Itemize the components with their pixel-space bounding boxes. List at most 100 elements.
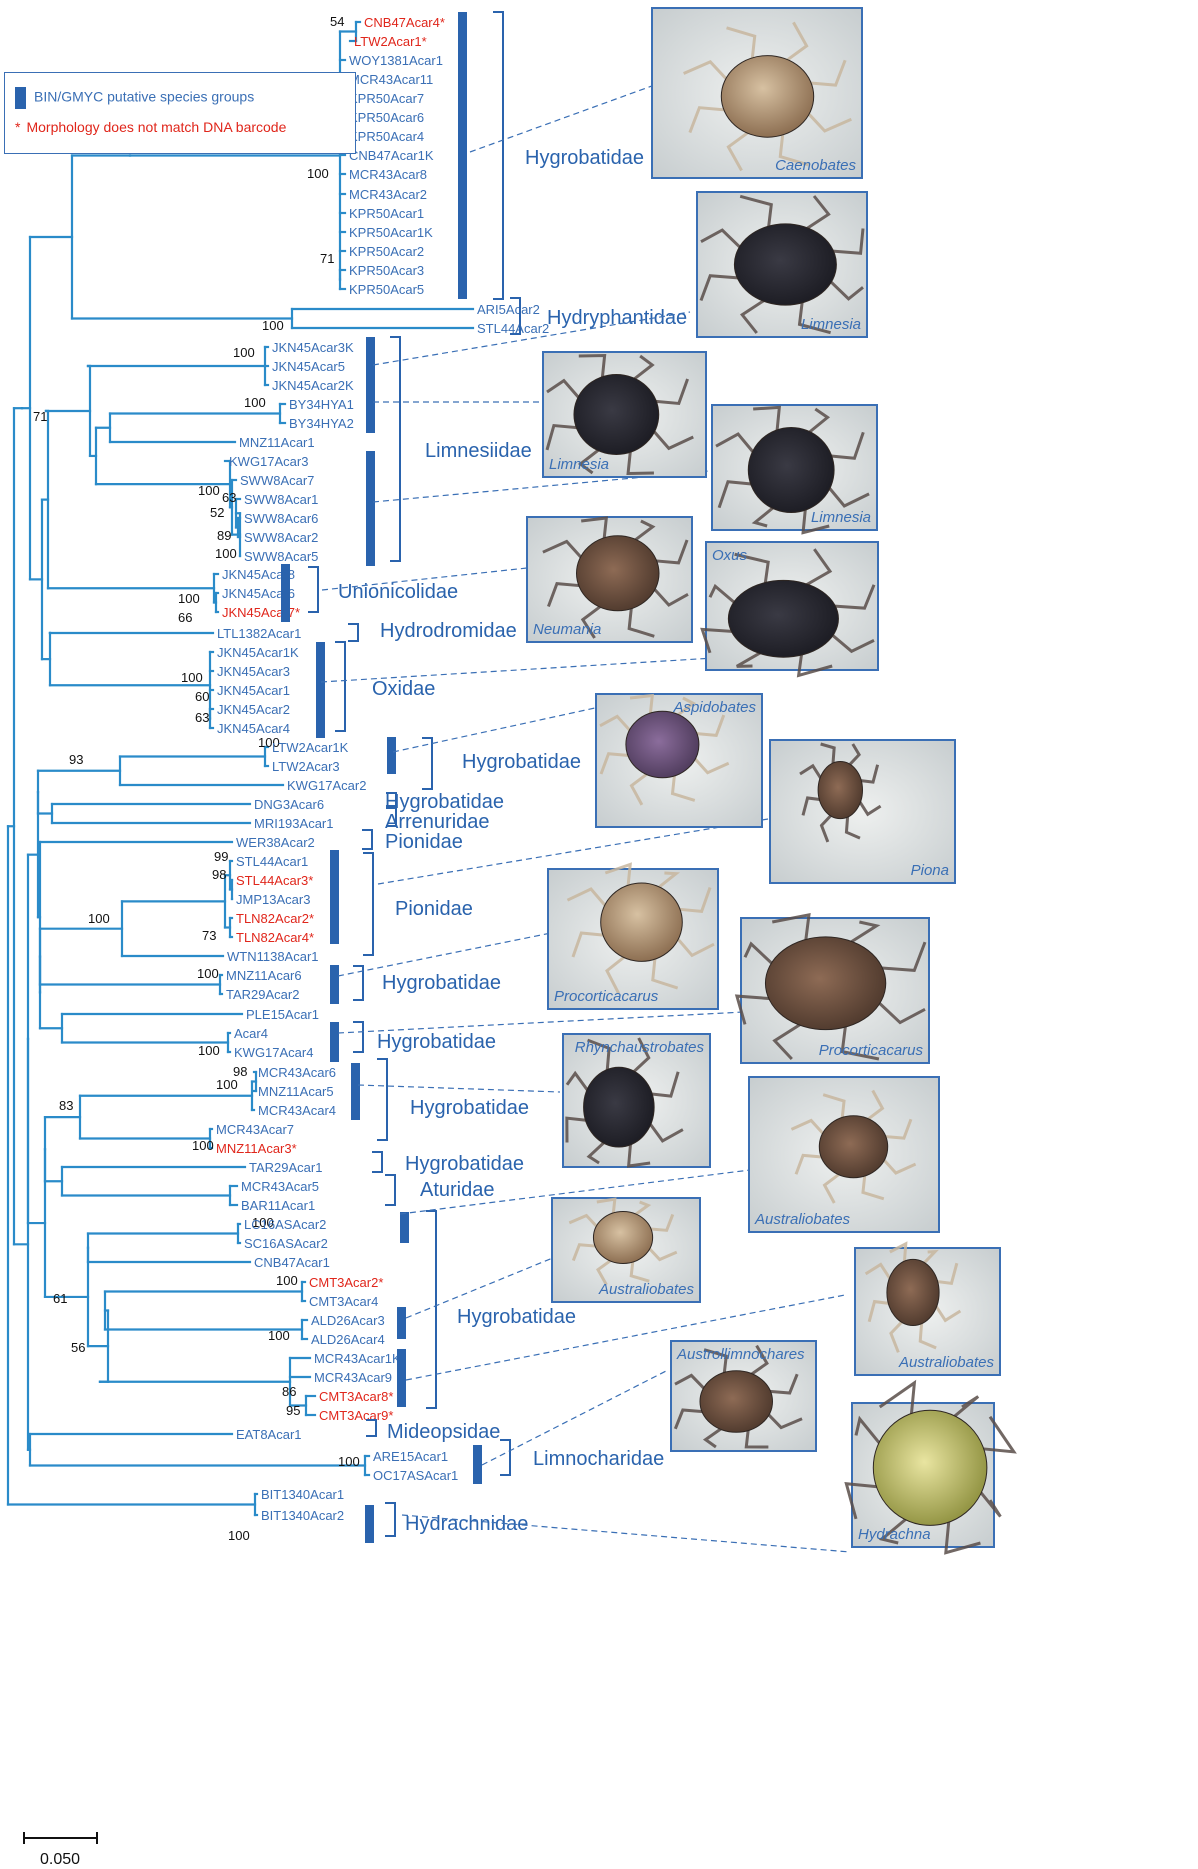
support-value: 100 [233,345,255,360]
photo-connector [481,1369,669,1466]
family-bracket [390,336,401,562]
family-label: Limnesiidae [425,440,532,462]
mite-legs [715,405,870,535]
family-bracket [335,641,346,732]
support-value: 100 [307,166,329,181]
bin-bar [330,965,339,1004]
bin-bar [316,642,325,738]
support-value: 100 [178,591,200,606]
mite-body [872,1409,988,1526]
leaf-label: LC16ASAcar2 [244,1217,326,1232]
leaf-label: CNB47Acar1 [254,1255,330,1270]
mite-legs [790,1089,917,1204]
leaf-label: OC17ASAcar1 [373,1468,458,1483]
leaf-label: KPR50Acar7 [349,91,424,106]
support-value: 100 [198,1043,220,1058]
family-label: Hygrobatidae [382,972,501,994]
leaf-label: MCR43Acar6 [258,1065,336,1080]
bin-bar [351,1063,360,1120]
family-label: Hygrobatidae [385,791,504,813]
bin-bar [387,737,396,774]
mite-legs [683,21,852,172]
leaf-label: LTW2Acar1K [272,740,349,755]
legend: BIN/GMYC putative species groups *Morpho… [4,72,356,154]
mite-legs [700,548,876,678]
leaf-label: KPR50Acar5 [349,282,424,297]
mite-legs [864,1241,962,1353]
bin-bars [281,12,482,1543]
leaf-label: JKN45Acar4 [217,721,290,736]
family-label: Oxidae [372,678,435,700]
mite-body [625,710,700,779]
leaf-label: ARE15Acar1 [373,1449,448,1464]
support-value: 60 [195,689,209,704]
leaf-label: ALD26Acar3 [311,1313,385,1328]
mite-body [699,1370,773,1433]
water-mite-photo: Neumania [526,516,693,643]
water-mite-photo: Procorticacarus [547,862,719,1010]
leaf-label: CMT3Acar9* [319,1408,393,1423]
leaf-label: MNZ11Acar3* [216,1141,297,1156]
photo-connectors [320,82,851,1553]
legend-item-mismatch: *Morphology does not match DNA barcode [15,119,286,135]
bin-bar [281,564,290,622]
leaf-label: KPR50Acar3 [349,263,424,278]
leaf-label: Acar4 [234,1026,268,1041]
leaf-label: KPR50Acar2 [349,244,424,259]
family-bracket [493,11,504,300]
leaf-label: LTW2Acar3 [272,759,340,774]
water-mite-photo: Australiobates [854,1241,1001,1376]
legend-item-bin: BIN/GMYC putative species groups [15,87,254,109]
bin-bar [458,12,467,299]
leaf-label: JKN45Acar3 [217,664,290,679]
support-value: 52 [210,505,224,520]
leaf-label: TAR29Acar1 [249,1160,322,1175]
family-labels: HygrobatidaeHydryphantidaeLimnesiidaeUni… [338,147,687,1535]
support-value: 100 [181,670,203,685]
leaf-label: KPR50Acar6 [349,110,424,125]
leaf-label: CMT3Acar4 [309,1294,378,1309]
leaf-label: JKN45Acar2K [272,378,354,393]
family-bracket [422,737,433,790]
mite-body [733,223,837,306]
photo-connector [405,1294,846,1381]
water-mite-photo: Austrollimnochares [670,1340,817,1452]
mite-legs [699,194,865,335]
photo-caption: Procorticacarus [819,1042,924,1059]
mite-body [583,1066,655,1148]
water-mite-photo: Caenobates [651,7,863,179]
bin-bar [365,1505,374,1543]
leaf-label: BAR11Acar1 [241,1198,315,1213]
leaf-label: LTW2Acar1* [354,34,427,49]
support-value: 100 [244,395,266,410]
leaf-label: EAT8Acar1 [236,1427,302,1442]
family-label: Limnocharidae [533,1448,664,1470]
family-bracket [362,829,373,850]
family-bracket [353,965,364,1001]
support-value: 100 [228,1528,250,1543]
family-label: Hygrobatidae [525,147,644,169]
legend-bin-label: BIN/GMYC putative species groups [34,88,255,105]
photo-connector [357,1084,561,1093]
support-value: 99 [214,849,228,864]
mite-legs [545,353,694,476]
leaf-label: MNZ11Acar6 [226,968,302,983]
photo-caption: Aspidobates [672,699,756,716]
leaf-label: SWW8Acar5 [244,549,318,564]
leaf-label: KWG17Acar4 [234,1045,313,1060]
leaf-label: JKN45Acar6 [222,586,295,601]
water-mite-photo: Aspidobates [595,693,763,828]
family-bracket [308,566,319,613]
bin-bar [473,1445,482,1484]
bin-bar [400,1212,409,1243]
water-mite-photo: Limnesia [542,351,707,478]
scale-bar: 0.050 [23,1832,98,1868]
family-bracket [385,1502,396,1537]
tree-branches [6,20,475,1517]
photo-caption: Australiobates [598,1281,695,1298]
support-value: 95 [286,1403,300,1418]
family-bracket [385,1174,396,1206]
mite-legs [542,516,689,639]
leaf-labels: CNB47Acar4*LTW2Acar1*WOY1381Acar1MCR43Ac… [216,15,549,1523]
family-bracket [348,623,359,642]
